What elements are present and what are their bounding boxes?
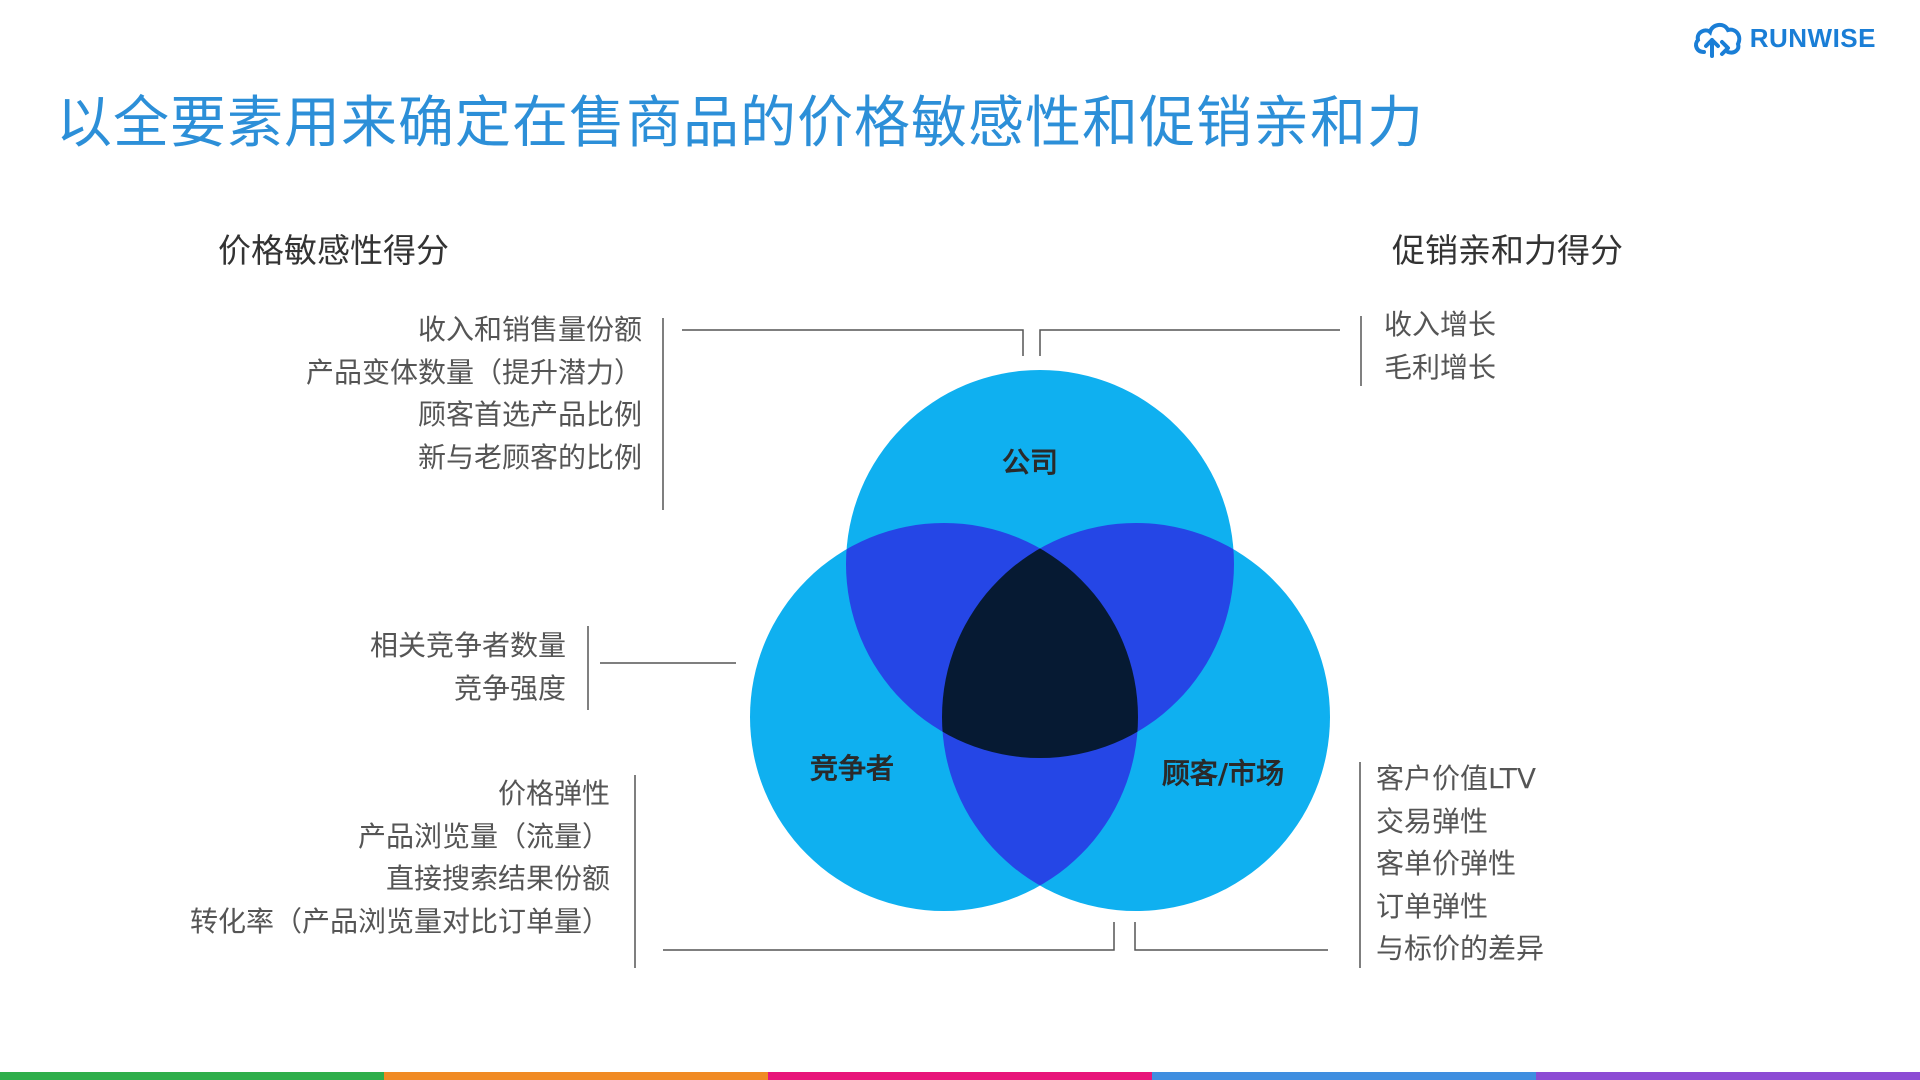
footer-segment — [768, 1072, 1152, 1080]
list-item: 毛利增长 — [1384, 350, 1497, 384]
list-item: 新与老顾客的比例 — [417, 440, 642, 474]
list-item: 产品变体数量（提升潜力） — [305, 355, 642, 389]
connector-company-line — [682, 329, 1024, 356]
logo-text: RUNWISE — [1749, 22, 1876, 53]
cloud-logo-icon — [1693, 23, 1741, 58]
company-metrics-list: 收入和销售量份额 产品变体数量（提升潜力） 顾客首选产品比例 新与老顾客的比例 — [306, 309, 642, 479]
list-item: 顾客首选产品比例 — [417, 398, 642, 431]
list-item: 直接搜索结果份额 — [385, 862, 610, 895]
list-item: 竞争强度 — [453, 671, 566, 705]
list-item: 客户价值LTV — [1376, 762, 1537, 795]
connector-promo-line — [1039, 329, 1340, 356]
list-item: 转化率（产品浏览量对比订单量） — [189, 904, 610, 938]
list-item: 收入和销售量份额 — [417, 313, 642, 346]
competitor-bottom-metrics-list: 价格弹性 产品浏览量（流量） 直接搜索结果份额 转化率（产品浏览量对比订单量） — [190, 773, 610, 943]
footer-segment — [1536, 1072, 1920, 1080]
customer-metrics-list: 客户价值LTV 交易弹性 客单价弹性 订单弹性 与标价的差异 — [1376, 758, 1544, 971]
footer-segment — [0, 1072, 384, 1080]
runwise-logo: RUNWISE — [1692, 18, 1876, 58]
promo-metrics-list: 收入增长 毛利增长 — [1384, 304, 1496, 389]
promo-affinity-header: 促销亲和力得分 — [1392, 231, 1623, 270]
list-item: 与标价的差异 — [1376, 932, 1545, 965]
list-item: 价格弹性 — [497, 777, 610, 810]
customer-label: 顾客/市场 — [1162, 757, 1284, 790]
list-item: 交易弹性 — [1376, 804, 1489, 838]
list-item: 相关竞争者数量 — [369, 629, 566, 662]
footer-color-bar — [0, 1072, 1920, 1080]
connector-lines — [587, 316, 1362, 968]
connector-competitor-bottom-line — [663, 922, 1115, 951]
list-item: 客单价弹性 — [1376, 847, 1517, 880]
list-item: 产品浏览量（流量） — [357, 819, 610, 853]
price-sensitivity-header: 价格敏感性得分 — [218, 231, 449, 270]
page-title: 以全要素用来确定在售商品的价格敏感性和促销亲和力 — [56, 91, 1424, 156]
footer-segment — [384, 1072, 768, 1080]
connector-customer-line — [1134, 922, 1328, 951]
footer-segment — [1152, 1072, 1536, 1080]
list-item: 收入增长 — [1384, 308, 1497, 341]
center-overlap — [942, 523, 1138, 758]
competitor-mid-metrics-list: 相关竞争者数量 竞争强度 — [370, 625, 566, 710]
company-label: 公司 — [1002, 446, 1058, 479]
list-item: 订单弹性 — [1376, 889, 1489, 923]
competitor-label: 竞争者 — [810, 752, 894, 785]
